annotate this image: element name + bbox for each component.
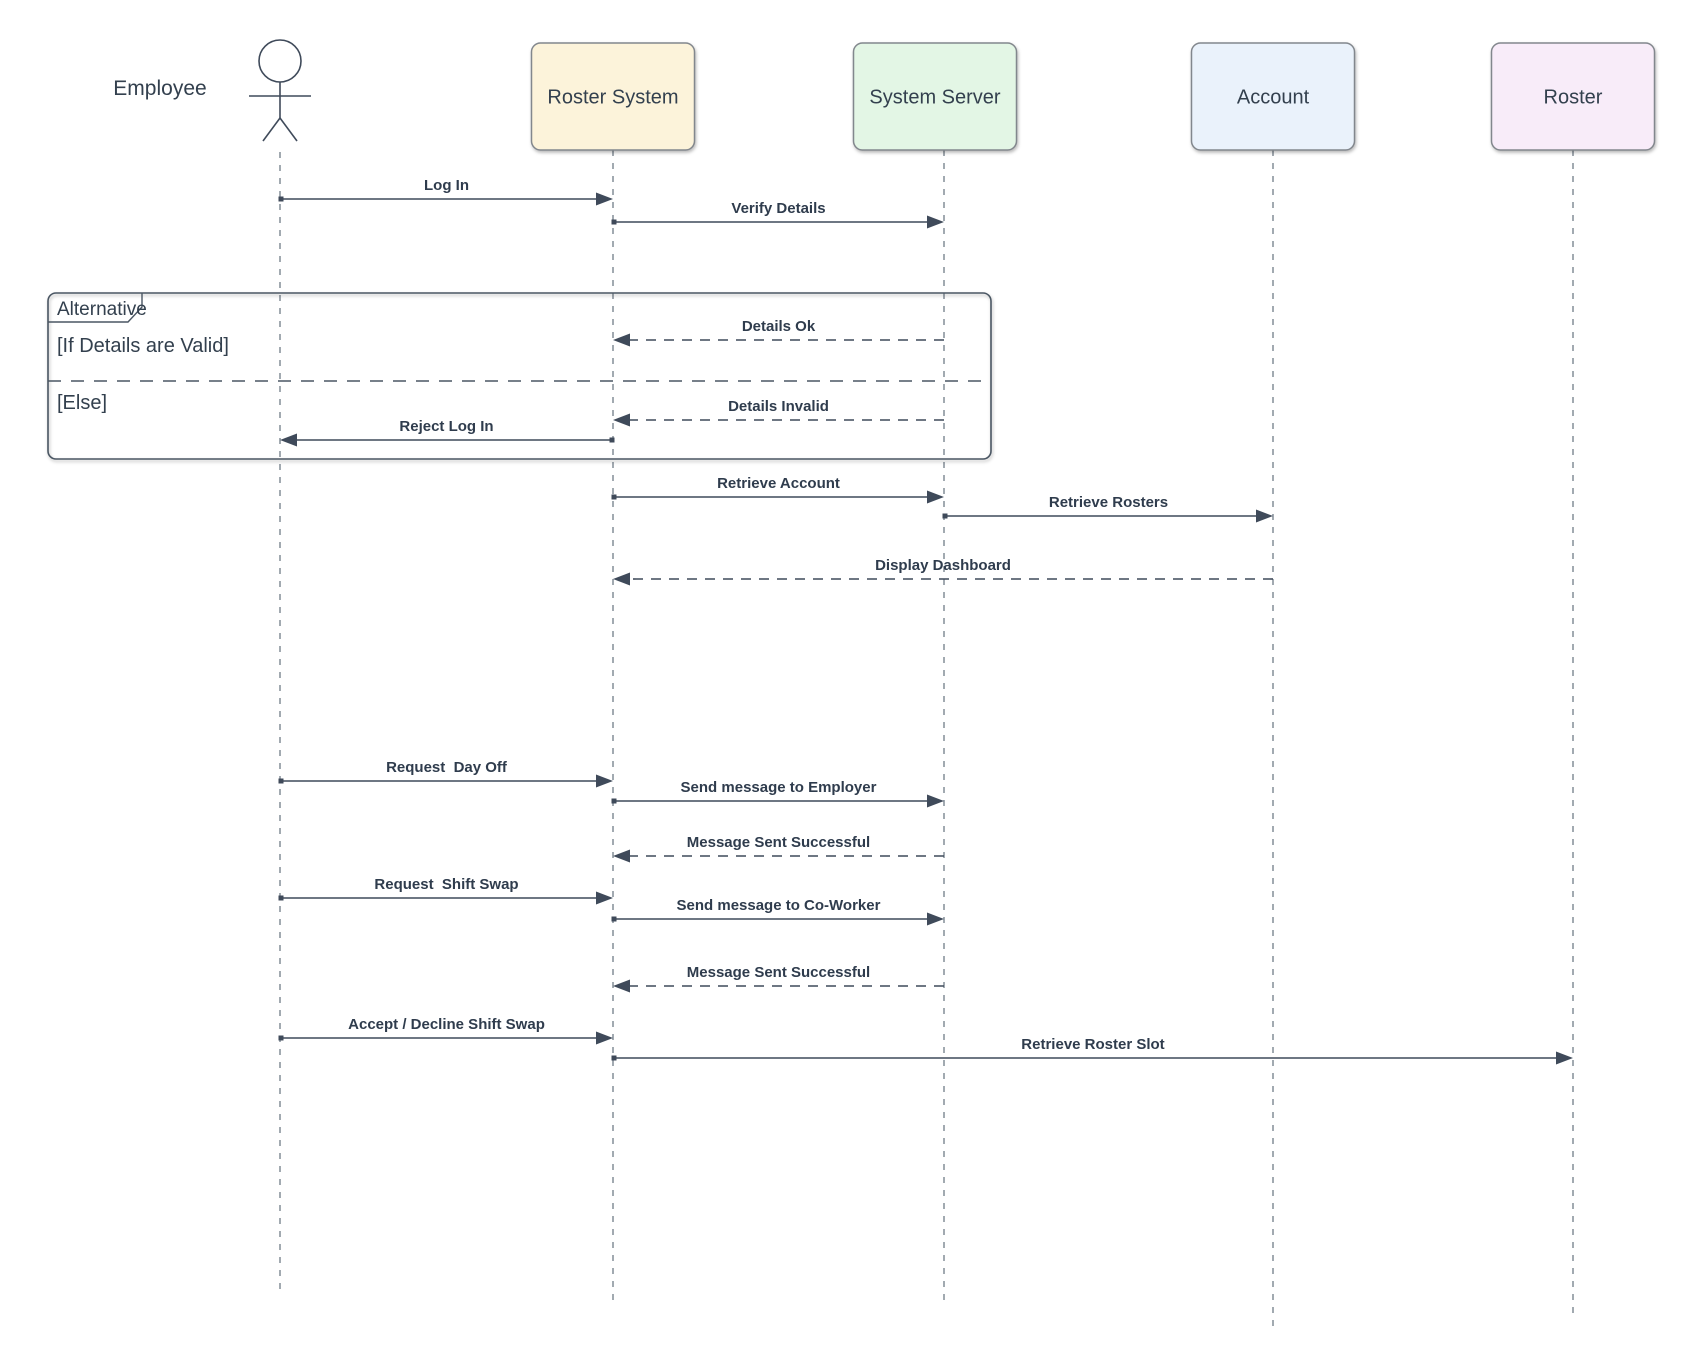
arrowhead-icon — [613, 979, 630, 993]
message-send-message-to-employer-9[interactable]: Send message to Employer — [611, 779, 945, 808]
message-message-sent-successful-13[interactable]: Message Sent Successful — [613, 964, 944, 993]
participant-account[interactable]: Account — [1190, 42, 1356, 1332]
message-label: Reject Log In — [399, 418, 493, 435]
message-display-dashboard-7[interactable]: Display Dashboard — [613, 557, 1273, 586]
message-label: Details Ok — [742, 318, 816, 335]
participant-roster[interactable]: Roster — [1490, 42, 1656, 1318]
message-source-dot — [611, 916, 617, 922]
message-label: Message Sent Successful — [687, 834, 870, 851]
message-source-dot — [278, 196, 284, 202]
arrowhead-icon — [613, 333, 630, 347]
participant-box-account[interactable] — [1190, 42, 1356, 151]
alt-fragment-condition-0: [If Details are Valid] — [57, 335, 229, 357]
arrowhead-icon — [927, 490, 944, 504]
message-source-dot — [611, 1055, 617, 1061]
message-log-in-0[interactable]: Log In — [278, 177, 614, 206]
alt-fragment-condition-1: [Else] — [57, 392, 107, 414]
message-label: Request Day Off — [386, 759, 508, 776]
message-request-shift-swap-11[interactable]: Request Shift Swap — [278, 876, 614, 905]
message-label: Request Shift Swap — [374, 876, 518, 893]
message-label: Retrieve Rosters — [1049, 494, 1168, 511]
message-accept-decline-shift-swap-14[interactable]: Accept / Decline Shift Swap — [278, 1016, 614, 1045]
participant-box-system-server[interactable] — [852, 42, 1018, 151]
message-retrieve-roster-slot-15[interactable]: Retrieve Roster Slot — [611, 1036, 1574, 1065]
arrowhead-icon — [613, 413, 630, 427]
arrowhead-icon — [596, 192, 613, 206]
arrowhead-icon — [596, 891, 613, 905]
message-source-dot — [609, 437, 615, 443]
arrowhead-icon — [927, 912, 944, 926]
arrowhead-icon — [596, 774, 613, 788]
participant-label-account: Account — [1237, 87, 1310, 109]
participant-system-server[interactable]: System Server — [852, 42, 1018, 1301]
participant-box-roster-system[interactable] — [530, 42, 696, 151]
participant-label-roster-system: Roster System — [547, 87, 678, 109]
message-source-dot — [611, 798, 617, 804]
message-verify-details-1[interactable]: Verify Details — [611, 200, 945, 229]
participant-employee[interactable]: Employee — [113, 39, 311, 1296]
arrowhead-icon — [1556, 1051, 1573, 1065]
arrowhead-icon — [1256, 509, 1273, 523]
message-reject-log-in-4[interactable]: Reject Log In — [280, 418, 615, 447]
arrowhead-icon — [280, 433, 297, 447]
message-label: Send message to Co-Worker — [677, 897, 881, 914]
message-source-dot — [278, 778, 284, 784]
participant-roster-system[interactable]: Roster System — [530, 42, 696, 1301]
arrowhead-icon — [613, 849, 630, 863]
arrowhead-icon — [927, 794, 944, 808]
message-label: Message Sent Successful — [687, 964, 870, 981]
message-source-dot — [278, 895, 284, 901]
message-label: Verify Details — [731, 200, 825, 217]
alt-fragment-label: Alternative — [57, 299, 147, 320]
message-source-dot — [942, 513, 948, 519]
message-label: Accept / Decline Shift Swap — [348, 1016, 545, 1033]
arrowhead-icon — [613, 572, 630, 586]
message-details-invalid-3[interactable]: Details Invalid — [613, 398, 944, 427]
participant-label-employee: Employee — [113, 77, 206, 100]
message-source-dot — [611, 219, 617, 225]
participant-label-roster: Roster — [1544, 87, 1603, 109]
message-details-ok-2[interactable]: Details Ok — [613, 318, 944, 347]
message-source-dot — [278, 1035, 284, 1041]
arrowhead-icon — [927, 215, 944, 229]
message-retrieve-rosters-6[interactable]: Retrieve Rosters — [942, 494, 1274, 523]
alt-fragment-frame — [47, 292, 992, 460]
message-label: Log In — [424, 177, 469, 194]
message-label: Retrieve Account — [717, 475, 840, 492]
arrowhead-icon — [596, 1031, 613, 1045]
message-source-dot — [611, 494, 617, 500]
message-send-message-to-co-worker-12[interactable]: Send message to Co-Worker — [611, 897, 945, 926]
message-label: Display Dashboard — [875, 557, 1011, 574]
message-label: Retrieve Roster Slot — [1021, 1036, 1164, 1053]
message-label: Details Invalid — [728, 398, 829, 415]
message-request-day-off-8[interactable]: Request Day Off — [278, 759, 614, 788]
alt-fragment[interactable]: Alternative [If Details are Valid] [Else] — [47, 292, 992, 460]
message-retrieve-account-5[interactable]: Retrieve Account — [611, 475, 945, 504]
message-label: Send message to Employer — [681, 779, 877, 796]
alt-fragment-label-tab — [48, 293, 143, 323]
participant-box-roster[interactable] — [1490, 42, 1656, 151]
message-message-sent-successful-10[interactable]: Message Sent Successful — [613, 834, 944, 863]
participant-label-system-server: System Server — [869, 87, 1000, 109]
stick-figure-actor-icon — [249, 39, 311, 142]
